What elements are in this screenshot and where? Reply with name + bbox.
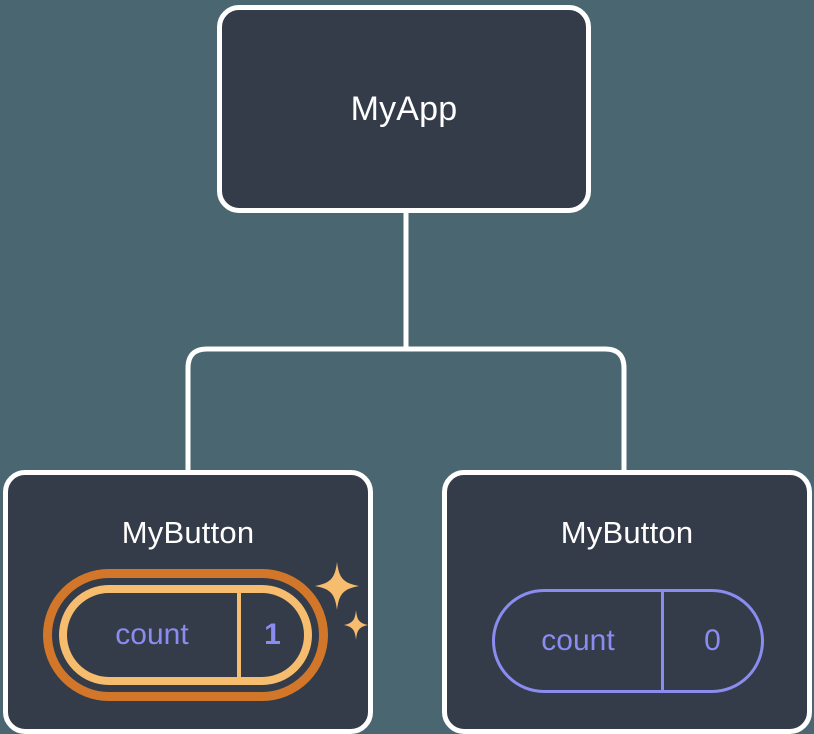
state-pill-right[interactable]: count 0 (492, 589, 764, 693)
state-pill-left-inner: count 1 (59, 585, 312, 685)
state-key-left: count (115, 618, 189, 651)
state-value-right: 0 (661, 592, 761, 690)
state-pill-left[interactable]: count 1 (43, 569, 328, 701)
node-mybutton-left-label: MyButton (121, 515, 255, 550)
node-myapp[interactable]: MyApp (217, 5, 591, 213)
state-value-left: 1 (237, 593, 304, 677)
state-key-right: count (541, 624, 615, 657)
connector-child-bus (185, 346, 627, 470)
node-myapp-label: MyApp (350, 90, 458, 128)
node-mybutton-right-label: MyButton (560, 515, 694, 550)
